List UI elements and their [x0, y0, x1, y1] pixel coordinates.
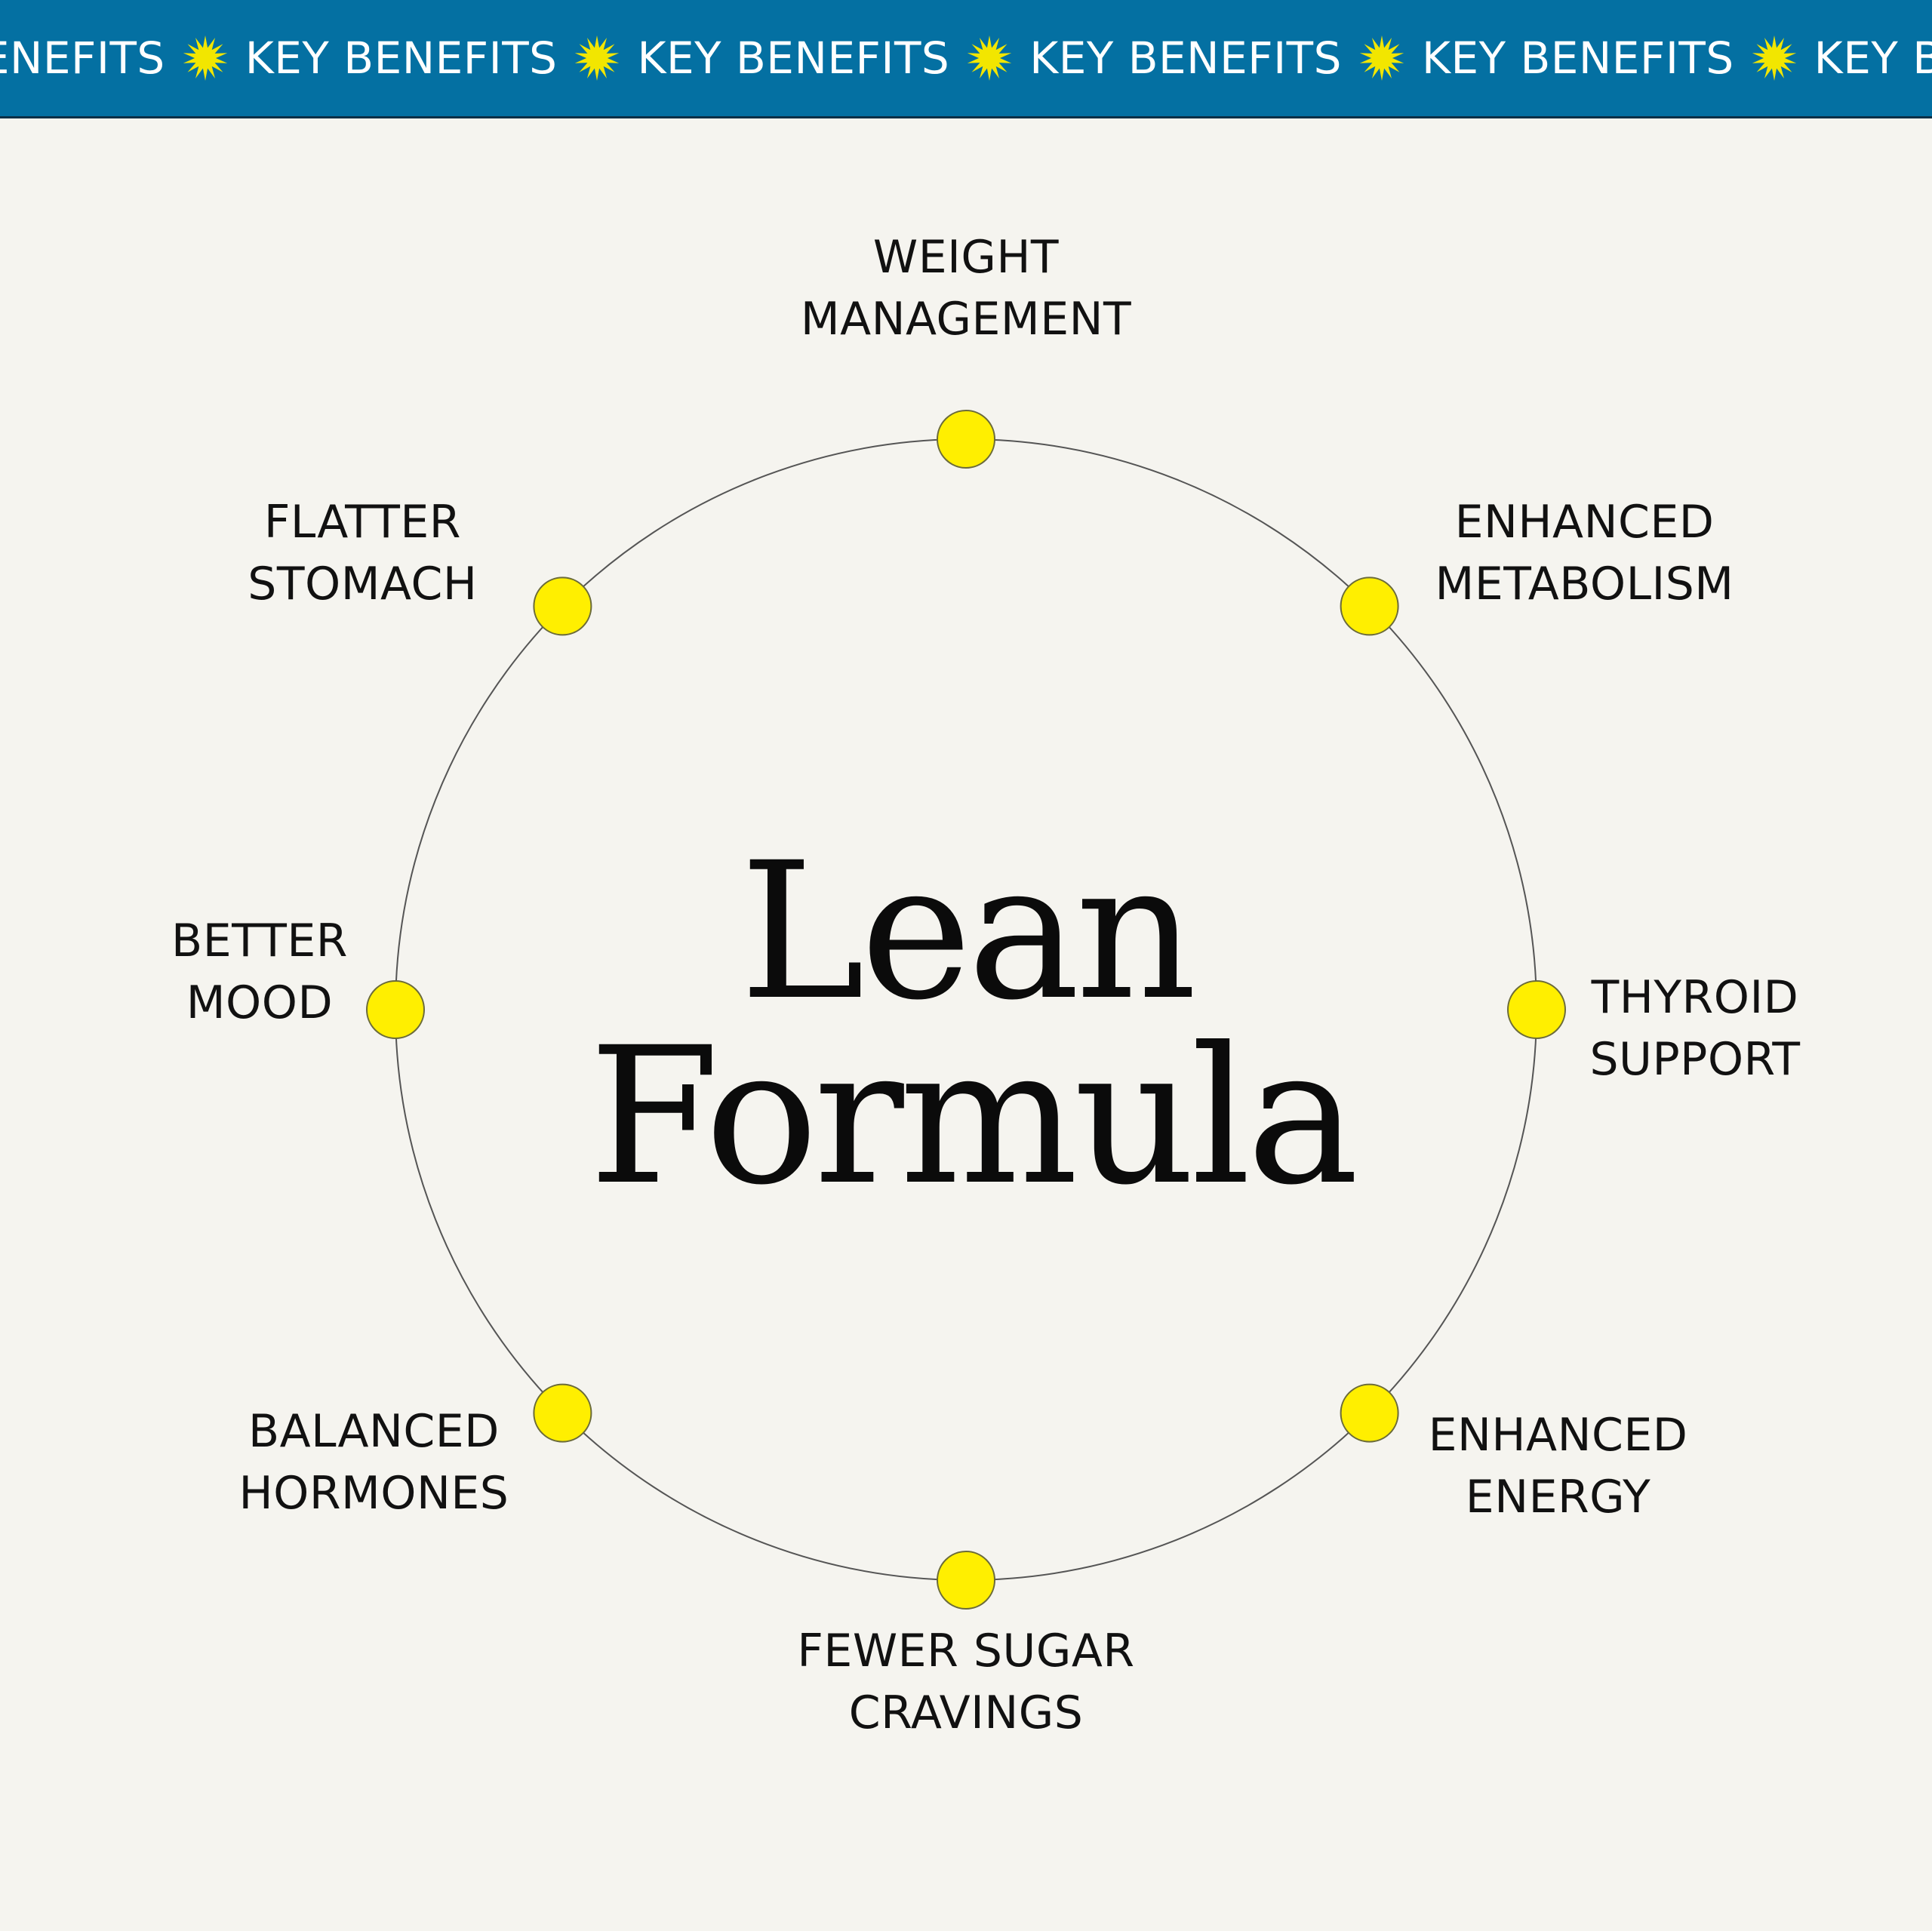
- banner-item: KEY BENEFITS: [637, 32, 1029, 84]
- node-label-line2: CRAVINGS: [848, 1687, 1084, 1739]
- node-label-line2: MOOD: [186, 976, 334, 1029]
- node-label-weight-management: WEIGHT MANAGEMENT: [777, 226, 1155, 350]
- node-label-line2: METABOLISM: [1435, 558, 1734, 611]
- node-label-fewer-sugar-cravings: FEWER SUGAR CRAVINGS: [777, 1620, 1155, 1744]
- banner-text: KEY BENEFITS: [1814, 32, 1932, 84]
- node-label-enhanced-metabolism: ENHANCED METABOLISM: [1396, 491, 1774, 615]
- node-dot-enhanced-metabolism: [1340, 577, 1399, 636]
- node-label-line1: BETTER: [171, 915, 348, 967]
- node-label-line2: STOMACH: [248, 558, 478, 611]
- title-line-lean: Lean: [739, 822, 1197, 1041]
- banner-marquee: KEY BENEFITS KEY BENEFITS KEY BENEFITS KEY …: [0, 0, 1932, 116]
- node-label-line1: THYROID: [1591, 971, 1799, 1024]
- node-dot-flatter-stomach: [533, 577, 592, 636]
- node-dot-balanced-hormones: [533, 1383, 592, 1443]
- banner-item: KEY BENEFITS: [1029, 32, 1422, 84]
- node-dots: [366, 410, 1566, 1610]
- node-label-line1: WEIGHT: [872, 231, 1060, 284]
- node-label-line2: SUPPORT: [1589, 1033, 1801, 1086]
- starburst-icon: [575, 35, 620, 81]
- node-label-line1: ENHANCED: [1454, 496, 1715, 549]
- node-label-line1: BALANCED: [248, 1404, 500, 1458]
- node-label-thyroid-support: THYROID SUPPORT: [1506, 967, 1884, 1090]
- node-label-line1: FLATTER: [263, 496, 461, 549]
- key-benefits-banner: KEY BENEFITS KEY BENEFITS KEY BENEFITS KEY …: [0, 0, 1932, 118]
- node-label-line2: MANAGEMENT: [800, 293, 1132, 346]
- banner-text: KEY BENEFITS: [0, 32, 165, 84]
- node-label-flatter-stomach: FLATTER STOMACH: [174, 491, 551, 615]
- banner-item: KEY BENEFITS: [1422, 32, 1814, 84]
- node-dot-enhanced-energy: [1340, 1383, 1399, 1443]
- node-dot-thyroid-support: [1507, 980, 1566, 1039]
- banner-text: KEY BENEFITS: [1029, 32, 1342, 84]
- starburst-icon: [1752, 35, 1796, 81]
- node-dot-weight-management: [937, 410, 995, 469]
- banner-item: KEY BENEFITS: [1814, 32, 1932, 84]
- node-label-line2: HORMONES: [238, 1466, 509, 1520]
- node-dot-better-mood: [366, 980, 425, 1039]
- node-label-line1: ENHANCED: [1428, 1408, 1688, 1462]
- node-label-enhanced-energy: ENHANCED ENERGY: [1370, 1404, 1747, 1528]
- banner-item: KEY BENEFITS: [0, 32, 245, 84]
- node-label-line1: FEWER SUGAR: [797, 1625, 1135, 1677]
- node-label-balanced-hormones: BALANCED HORMONES: [185, 1401, 562, 1524]
- node-label-line2: ENERGY: [1465, 1470, 1651, 1524]
- starburst-icon: [183, 35, 227, 81]
- banner-text: KEY BENEFITS: [637, 32, 950, 84]
- node-label-better-mood: BETTER MOOD: [71, 910, 448, 1034]
- banner-text: KEY BENEFITS: [1421, 32, 1734, 84]
- title-line-formula: Formula: [589, 1007, 1359, 1226]
- node-dot-fewer-sugar-cravings: [937, 1551, 995, 1610]
- banner-text: KEY BENEFITS: [245, 32, 558, 84]
- starburst-icon: [1359, 35, 1404, 81]
- starburst-icon: [968, 35, 1012, 81]
- banner-item: KEY BENEFITS: [245, 32, 638, 84]
